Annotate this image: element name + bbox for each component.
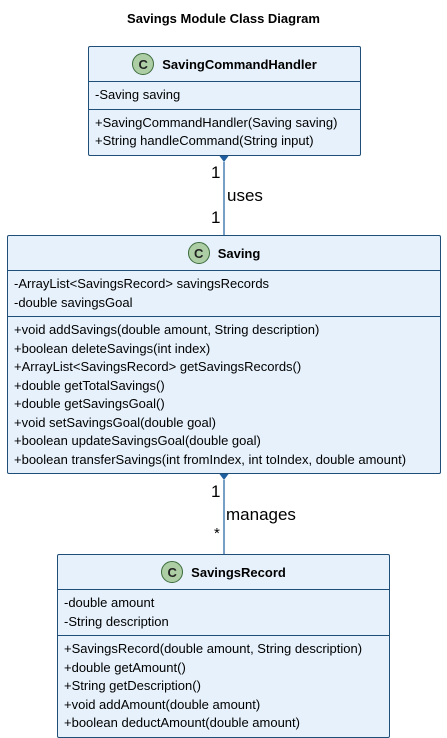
- method: +double getTotalSavings(): [14, 377, 165, 393]
- method: +SavingsRecord(double amount, String des…: [64, 641, 363, 656]
- class-name: SavingCommandHandler: [162, 56, 317, 72]
- methods-section: +SavingsRecord(double amount, String des…: [58, 635, 389, 737]
- class-savings-record[interactable]: C SavingsRecord -double amount -String d…: [57, 554, 390, 738]
- fields-section: -Saving saving: [89, 81, 360, 109]
- class-header: C SavingCommandHandler: [89, 47, 360, 81]
- uses-label: uses: [227, 186, 263, 205]
- uses-target-multiplicity: 1: [211, 208, 221, 227]
- method: +double getSavingsGoal(): [14, 396, 165, 411]
- field: -double savingsGoal: [14, 294, 133, 310]
- method: +String handleCommand(String input): [95, 133, 314, 148]
- diagram-title: Savings Module Class Diagram: [127, 11, 320, 26]
- method: +ArrayList<SavingsRecord> getSavingsReco…: [14, 359, 302, 374]
- methods-section: +SavingCommandHandler(Saving saving) +St…: [89, 108, 360, 155]
- method: +boolean deductAmount(double amount): [64, 715, 300, 730]
- class-saving[interactable]: C Saving -ArrayList<SavingsRecord> savin…: [7, 235, 441, 474]
- method: +void setSavingsGoal(double goal): [14, 414, 216, 430]
- manages-target-multiplicity: *: [214, 525, 220, 542]
- field: -String description: [64, 613, 169, 629]
- method: +SavingCommandHandler(Saving saving): [95, 114, 338, 130]
- fields-section: -ArrayList<SavingsRecord> savingsRecords…: [8, 270, 440, 316]
- method: +void addAmount(double amount): [64, 696, 261, 712]
- uses-source-multiplicity: 1: [211, 163, 221, 182]
- class-c-icon: C: [187, 242, 210, 264]
- class-c-icon: C: [161, 561, 184, 583]
- method: +boolean transferSavings(int fromIndex, …: [14, 451, 407, 467]
- field: -ArrayList<SavingsRecord> savingsRecords: [14, 276, 270, 291]
- class-name: Saving: [217, 245, 261, 261]
- class-header: C Saving: [8, 236, 440, 270]
- field: -Saving saving: [95, 87, 181, 102]
- method: +String getDescription(): [64, 678, 201, 693]
- fields-section: -double amount -String description: [58, 589, 389, 635]
- class-name: SavingsRecord: [191, 564, 286, 580]
- methods-section: +void addSavings(double amount, String d…: [8, 316, 440, 473]
- method: +boolean updateSavingsGoal(double goal): [14, 433, 261, 448]
- method: +boolean deleteSavings(int index): [14, 340, 211, 356]
- field: -double amount: [64, 595, 155, 610]
- manages-label: manages: [226, 505, 296, 524]
- method: +double getAmount(): [64, 659, 186, 675]
- manages-source-multiplicity: 1: [211, 482, 221, 501]
- class-c-icon: C: [132, 53, 155, 75]
- class-saving-command-handler[interactable]: C SavingCommandHandler -Saving saving +S…: [88, 46, 361, 156]
- method: +void addSavings(double amount, String d…: [14, 322, 320, 337]
- class-header: C SavingsRecord: [58, 555, 389, 589]
